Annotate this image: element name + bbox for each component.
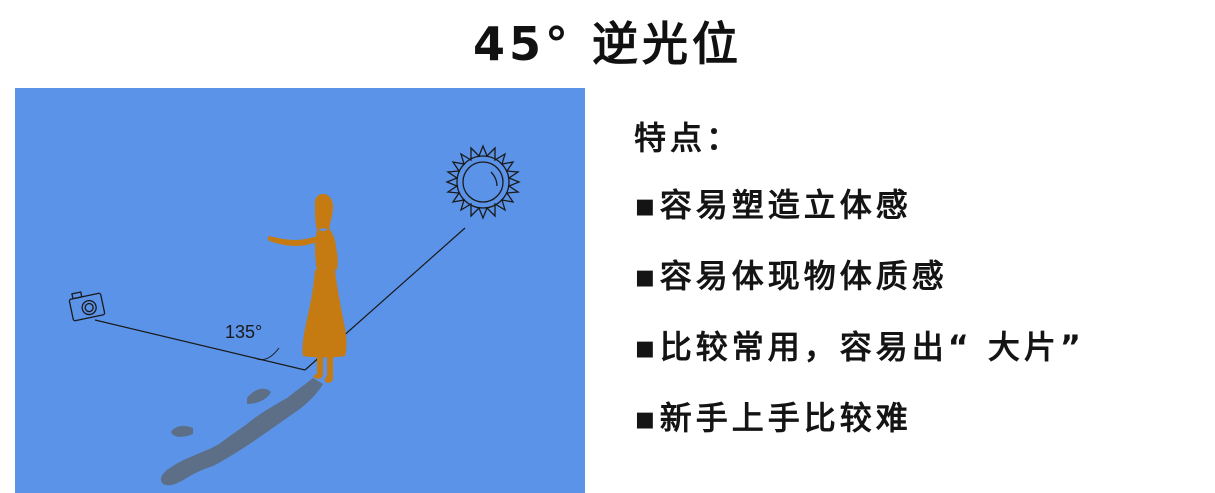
features-heading: 特点： (634, 119, 743, 157)
feature-item: ▪比较常用，容易出“ 大片” (634, 328, 1085, 366)
camera-icon (68, 291, 106, 322)
features-list: ▪容易塑造立体感 ▪容易体现物体质感 ▪比较常用，容易出“ 大片” ▪新手上手比… (634, 170, 1214, 454)
feature-item: ▪新手上手比较难 (634, 399, 912, 437)
camera-axis-line (94, 319, 306, 371)
angle-label: 135° (225, 322, 262, 342)
angle-arc (254, 347, 280, 361)
slide-title: 45° 逆光位 (472, 17, 743, 71)
sun-rays (445, 144, 521, 220)
features-panel: 特点： ▪容易塑造立体感 ▪容易体现物体质感 ▪比较常用，容易出“ 大片” ▪新… (634, 106, 1214, 454)
lighting-diagram-svg: 135° (68, 144, 521, 486)
feature-item: ▪容易塑造立体感 (634, 186, 912, 224)
sun-icon (445, 144, 521, 220)
feature-item: ▪容易体现物体质感 (634, 257, 948, 295)
person-silhouette (267, 194, 347, 383)
lighting-diagram: 135° (15, 88, 585, 493)
person-shadow (160, 378, 323, 486)
